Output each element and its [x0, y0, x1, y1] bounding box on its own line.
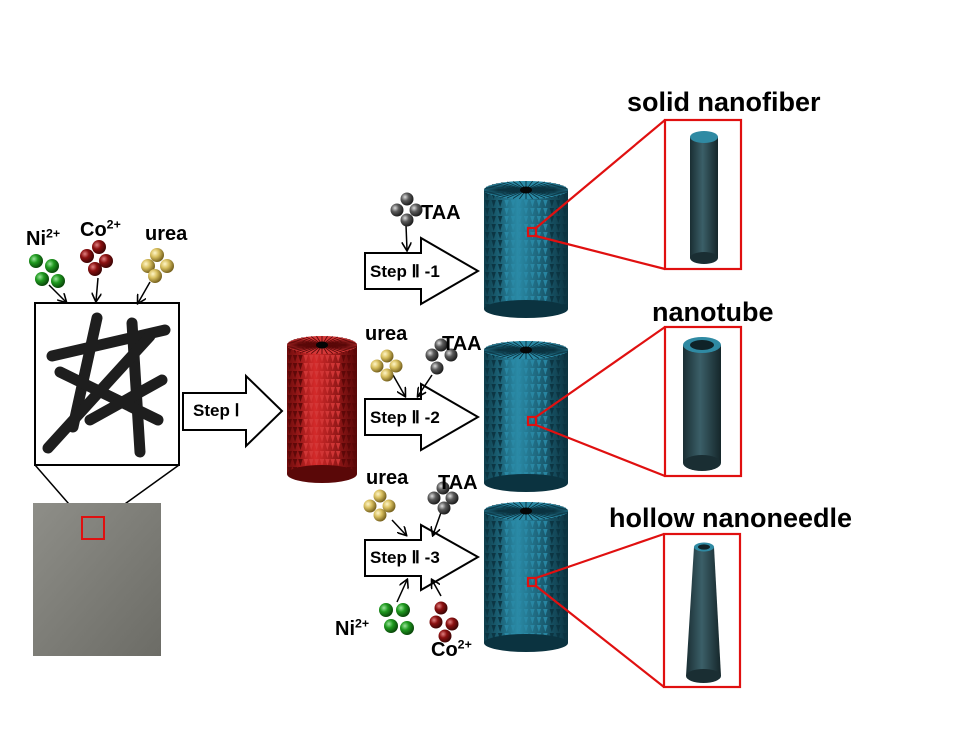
- ni-ion-cluster-top: [29, 254, 65, 288]
- hollow-nanoneedle-model: [686, 542, 721, 683]
- urea-cluster-3: [363, 489, 396, 522]
- blue-array-1-top-rosette: [484, 180, 568, 200]
- taa-label-3: TAA: [438, 472, 478, 494]
- taa-cluster-3: [427, 481, 459, 515]
- ni-ion-cluster-bottom: [379, 603, 414, 635]
- taa-label-2: TAA: [442, 333, 482, 355]
- red-array-top-rosette: [287, 335, 357, 355]
- ni-label-bottom: Ni2+: [335, 616, 370, 640]
- step1-arrow: [182, 373, 284, 449]
- nanotube-model: [683, 337, 721, 471]
- red-nanowire-array: [287, 335, 357, 483]
- taa-label-1: TAA: [421, 202, 461, 224]
- ni-label-top: Ni2+: [26, 226, 61, 250]
- step2-2-label: Step Ⅱ -2: [370, 408, 440, 427]
- urea-cluster-top: [141, 248, 174, 283]
- molecule-clusters: [29, 192, 459, 643]
- fiber-network-panel: [34, 302, 180, 520]
- co-label-top: Co2+: [80, 217, 121, 241]
- urea-cluster-2: [370, 349, 403, 382]
- carbon-fibers: [42, 312, 171, 458]
- urea-label-3: urea: [366, 467, 409, 489]
- blue-array-2-top-rosette: [484, 340, 568, 360]
- urea-label-top: urea: [145, 223, 188, 245]
- solid-nanofiber-model: [690, 131, 718, 264]
- reaction-arrows: [48, 224, 445, 603]
- co-ion-cluster-top: [80, 240, 113, 276]
- taa-cluster-1: [390, 192, 423, 227]
- hollow-nanoneedle-title: hollow nanoneedle: [609, 503, 853, 533]
- carbon-cloth-photo: [33, 503, 161, 656]
- blue-nanowire-array-3: [484, 501, 568, 652]
- step2-1-label: Step Ⅱ -1: [370, 262, 440, 281]
- nanotube-title: nanotube: [652, 297, 774, 327]
- taa-cluster-2: [425, 338, 458, 375]
- blue-array-3-top-rosette: [484, 501, 568, 521]
- co-ion-cluster-bottom: [429, 601, 459, 643]
- co-label-bottom: Co2+: [431, 637, 472, 661]
- solid-nanofiber-title: solid nanofiber: [627, 87, 821, 117]
- step2-1-arrow: [364, 236, 480, 306]
- step2-3-label: Step Ⅱ -3: [370, 548, 440, 567]
- blue-nanowire-array-1: [484, 180, 568, 318]
- step1-label: Step Ⅰ: [193, 401, 240, 420]
- step2-3-arrow: [364, 523, 481, 592]
- blue-nanowire-array-2: [484, 340, 568, 492]
- urea-label-2: urea: [365, 323, 408, 345]
- callout-lines: [526, 118, 743, 689]
